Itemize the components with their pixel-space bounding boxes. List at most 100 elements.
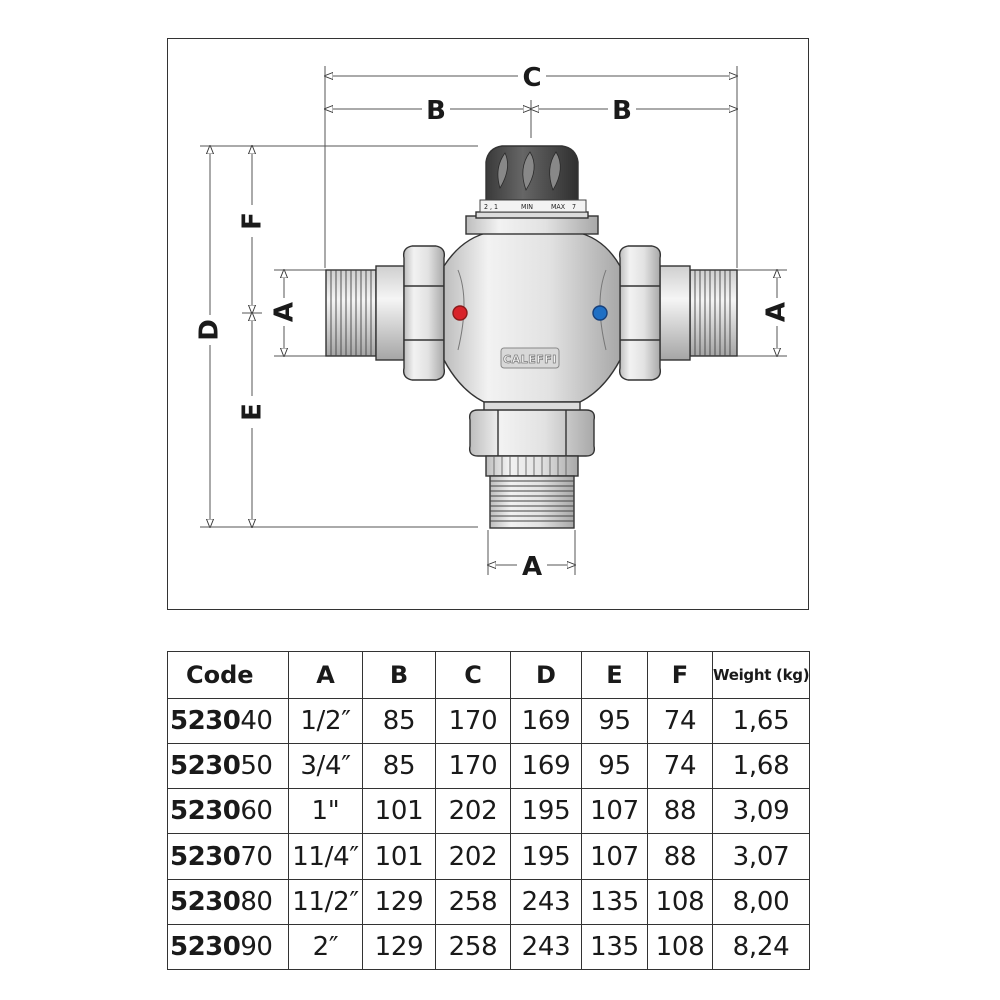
brand-plate [500, 347, 560, 369]
dim-label-a-bottom: A [522, 552, 542, 582]
code-suffix: 40 [240, 706, 273, 737]
code-cell: 523050 [167, 743, 289, 790]
right-inlet-thread [689, 269, 738, 357]
code-suffix: 50 [240, 751, 273, 782]
cold-indicator [592, 305, 608, 321]
code-prefix: 5230 [170, 706, 241, 737]
cell-f: 108 [647, 923, 713, 971]
table-row: 523040 1/2″ 85 170 169 95 74 1,65 [167, 697, 810, 745]
valve [325, 145, 738, 529]
code-cell: 523070 [167, 833, 289, 880]
table-row: 523060 1" 101 202 195 107 88 3,09 [167, 788, 810, 835]
knob-scale-max: MAX [551, 203, 566, 211]
header-c: C [435, 651, 511, 699]
knob-scale-min: MIN [521, 203, 533, 211]
header-weight: Weight (kg) [712, 651, 810, 699]
cell-weight: 8,24 [712, 923, 810, 971]
dimensions-table: Code A B C D E F Weight (kg) 523040 1/2″… [167, 651, 810, 971]
cell-d: 195 [510, 788, 582, 835]
cell-weight: 1,68 [712, 743, 810, 790]
code-cell: 523060 [167, 788, 289, 835]
cell-e: 107 [581, 833, 648, 880]
code-cell: 523080 [167, 878, 289, 925]
cell-d: 169 [510, 743, 582, 790]
header-e: E [581, 651, 648, 699]
cell-d: 243 [510, 878, 582, 925]
cell-a: 3/4″ [288, 743, 363, 790]
table-header-row: Code A B C D E F Weight (kg) [167, 651, 810, 699]
code-cell: 523090 [167, 923, 289, 971]
code-prefix: 5230 [170, 886, 241, 917]
cell-a: 1" [288, 788, 363, 835]
cell-e: 135 [581, 923, 648, 971]
dim-label-f: F [238, 212, 268, 230]
header-b: B [362, 651, 436, 699]
cell-c: 170 [435, 743, 511, 790]
cell-f: 108 [647, 878, 713, 925]
dim-label-a-left: A [270, 302, 300, 322]
cell-f: 88 [647, 833, 713, 880]
cell-d: 243 [510, 923, 582, 971]
dim-label-e: E [238, 403, 268, 421]
cell-weight: 3,07 [712, 833, 810, 880]
cell-c: 258 [435, 923, 511, 971]
header-d: D [510, 651, 582, 699]
cell-f: 74 [647, 743, 713, 790]
cell-b: 101 [362, 833, 436, 880]
hot-indicator [452, 305, 468, 321]
cell-b: 129 [362, 923, 436, 971]
drawing-frame [167, 38, 809, 610]
code-prefix: 5230 [170, 796, 241, 827]
cell-b: 101 [362, 788, 436, 835]
left-hex-nut [402, 245, 446, 381]
code-suffix: 80 [240, 886, 273, 917]
cell-e: 135 [581, 878, 648, 925]
cell-a: 1/2″ [288, 697, 363, 745]
bottom-outlet-thread [489, 475, 575, 529]
brand-logo: CALEFFI [503, 353, 557, 366]
cell-b: 85 [362, 743, 436, 790]
cell-c: 202 [435, 833, 511, 880]
cell-f: 74 [647, 697, 713, 745]
valve-body [443, 231, 621, 403]
code-prefix: 5230 [170, 751, 241, 782]
cell-e: 95 [581, 697, 648, 745]
left-inlet-thread [325, 269, 377, 357]
knob-scale-left: 2 , 1 [484, 203, 498, 211]
dim-label-a-right: A [762, 302, 792, 322]
code-suffix: 70 [240, 841, 273, 872]
cell-a: 11/2″ [288, 878, 363, 925]
cell-d: 169 [510, 697, 582, 745]
header-a: A [288, 651, 363, 699]
cell-a: 2″ [288, 923, 363, 971]
cell-a: 11/4″ [288, 833, 363, 880]
cell-weight: 3,09 [712, 788, 810, 835]
bottom-hex-nut [468, 409, 596, 457]
code-suffix: 60 [240, 796, 273, 827]
cell-c: 170 [435, 697, 511, 745]
dim-label-d: D [195, 319, 225, 341]
cell-b: 85 [362, 697, 436, 745]
header-f: F [647, 651, 713, 699]
code-prefix: 5230 [170, 841, 241, 872]
table-row: 523070 11/4″ 101 202 195 107 88 3,07 [167, 833, 810, 880]
cell-e: 107 [581, 788, 648, 835]
cell-c: 258 [435, 878, 511, 925]
table-row: 523080 11/2″ 129 258 243 135 108 8,00 [167, 878, 810, 925]
right-hex-nut [618, 245, 662, 381]
cell-f: 88 [647, 788, 713, 835]
dim-label-b-left: B [426, 96, 446, 126]
cell-weight: 8,00 [712, 878, 810, 925]
cell-c: 202 [435, 788, 511, 835]
code-cell: 523040 [167, 697, 289, 745]
dim-label-c: C [522, 63, 541, 93]
table-row: 523090 2″ 129 258 243 135 108 8,24 [167, 923, 810, 971]
dim-label-b-right: B [612, 96, 632, 126]
cell-e: 95 [581, 743, 648, 790]
code-suffix: 90 [240, 931, 273, 962]
cell-d: 195 [510, 833, 582, 880]
table-row: 523050 3/4″ 85 170 169 95 74 1,68 [167, 743, 810, 790]
knob-scale-right: 7 [572, 203, 576, 211]
cell-weight: 1,65 [712, 697, 810, 745]
